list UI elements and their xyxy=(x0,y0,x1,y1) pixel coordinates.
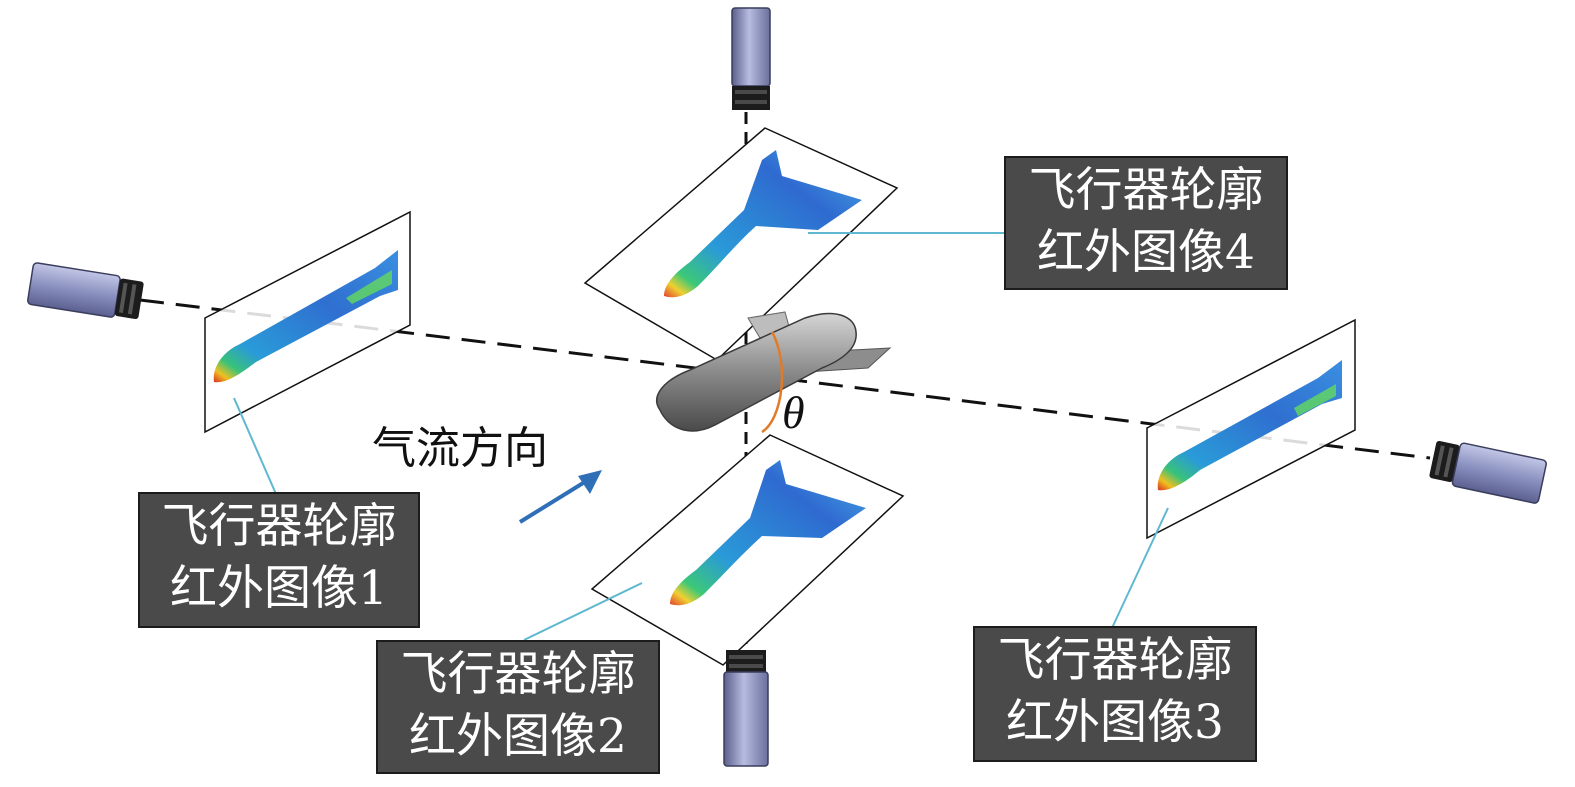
image-plane-1 xyxy=(204,210,411,434)
camera-icon-bottom xyxy=(723,650,769,767)
label-infrared-image-4: 飞行器轮廓 红外图像4 xyxy=(1004,156,1288,290)
thermal-silhouette-4 xyxy=(664,150,862,298)
label-infrared-image-1: 飞行器轮廓 红外图像1 xyxy=(138,492,420,628)
label-4-line-2: 红外图像4 xyxy=(1037,225,1255,280)
leader-line-3 xyxy=(1111,507,1169,629)
camera-icon-top xyxy=(731,7,771,110)
label-4-line-1: 飞行器轮廓 xyxy=(1028,163,1264,218)
label-2-line-1: 飞行器轮廓 xyxy=(400,647,636,702)
aircraft-model-icon xyxy=(656,311,892,432)
camera-icon-right xyxy=(1429,440,1547,504)
label-infrared-image-3: 飞行器轮廓 红外图像3 xyxy=(973,626,1257,762)
angle-arc xyxy=(761,331,784,434)
label-infrared-image-2: 飞行器轮廓 红外图像2 xyxy=(376,640,660,774)
flow-direction-label: 气流方向 xyxy=(372,423,548,474)
thermal-silhouette-1 xyxy=(213,250,398,383)
image-plane-3 xyxy=(1146,318,1356,540)
label-3-line-1: 飞行器轮廓 xyxy=(997,633,1233,688)
label-3-line-2: 红外图像3 xyxy=(1006,695,1224,750)
thermal-silhouette-3 xyxy=(1157,360,1342,491)
angle-theta-label: θ xyxy=(782,387,805,438)
label-1-line-2: 红外图像1 xyxy=(170,561,388,616)
thermal-silhouette-2 xyxy=(670,460,866,606)
flow-arrow-icon xyxy=(518,470,602,524)
leader-line-1 xyxy=(233,397,277,495)
label-1-line-1: 飞行器轮廓 xyxy=(161,499,397,554)
leader-line-2 xyxy=(523,582,643,641)
camera-icon-left xyxy=(27,262,144,320)
image-plane-2 xyxy=(590,434,905,666)
label-2-line-2: 红外图像2 xyxy=(409,709,627,764)
